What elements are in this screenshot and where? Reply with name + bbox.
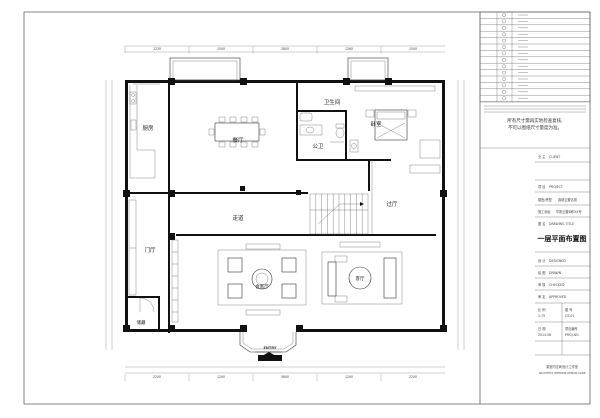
project-value: PROJECT — [549, 185, 563, 189]
room-label-bedroom: 卧室 — [370, 120, 382, 128]
design-value: DESIGNED — [549, 259, 566, 263]
scale-label: 比 例 — [538, 307, 545, 312]
design-label: 设 计 — [538, 258, 546, 263]
drawing-title: 一层平面布置图 — [538, 234, 587, 243]
legend-symbol-icon — [502, 83, 506, 88]
outer-walls — [123, 57, 447, 353]
bottom-dimension-labels: 2200 1200 5800 1200 2200 — [124, 374, 417, 381]
legend-symbol-icon — [502, 45, 506, 49]
room-label-corridor: 走道 — [232, 214, 244, 222]
legend-symbol-icon — [502, 32, 506, 36]
dimension-label: 1500 — [409, 47, 417, 51]
bathroom-fixtures — [299, 112, 359, 153]
kitchen-fixtures — [129, 83, 160, 179]
dimension-label: 1230 — [153, 47, 161, 51]
dimension-label: 5800 — [281, 375, 289, 379]
approve-value: APPROVED — [549, 295, 567, 299]
bedroom-bed — [354, 85, 441, 159]
legend-note-line1: 所有尺寸需再实地检查复核, — [507, 117, 562, 124]
storage-door — [139, 297, 155, 313]
staircase — [309, 193, 369, 235]
draw-value: DRAWN — [549, 271, 562, 275]
address-value: 华阳云墅B栋XX号 — [556, 209, 582, 214]
room-label-foyer: 门厅 — [144, 246, 156, 254]
approve-label: 审 定 — [538, 294, 546, 299]
dimension-label: 1200 — [217, 375, 225, 379]
meeting-room-furniture — [217, 243, 307, 316]
room-label-kitchen: 厨房 — [142, 124, 154, 132]
drawing-value: DRAWING TITLE — [549, 222, 574, 226]
company-name: 某室内空间设计工作室 — [546, 364, 578, 369]
check-value: CHECKED — [549, 283, 565, 287]
dimension-label: 2800 — [281, 47, 289, 51]
legend-symbol-icon — [502, 96, 506, 100]
legend-symbol-icon — [502, 77, 506, 81]
room-label-storage: 储藏 — [137, 319, 146, 326]
legend-symbol-icon — [502, 19, 506, 24]
room-label-public-wc: 公卫 — [312, 143, 324, 150]
check-label: 审 核 — [538, 282, 546, 287]
client-label: 业 主 — [538, 154, 546, 159]
room-label-bathroom: 卫生间 — [324, 98, 341, 106]
draw-label: 绘 图 — [538, 270, 545, 275]
legend-text-lines — [484, 105, 586, 113]
date-value: 2014.08 — [538, 333, 551, 337]
legend-symbol-icon — [502, 13, 506, 17]
date-label: 日 期 — [538, 326, 545, 331]
dining-table — [208, 116, 266, 148]
dimension-label: 2200 — [153, 375, 161, 379]
top-dimension-labels: 1230 1500 2800 1260 1500 — [124, 46, 417, 53]
dimension-label: 2200 — [409, 375, 417, 379]
interior-walls — [128, 83, 436, 333]
sheet-value: CS-01 — [565, 314, 574, 318]
dimension-lines — [105, 45, 465, 374]
room-label-dining: 餐厅 — [232, 136, 244, 144]
living-room-furniture — [321, 241, 403, 305]
foyer-cabinet — [128, 199, 179, 323]
sheetno-label: 项目编号 — [565, 326, 578, 331]
entrance-door — [255, 351, 282, 361]
name-value: 鑫城云墅名苑 — [558, 197, 578, 202]
room-label-meeting: 会客厅 — [255, 283, 269, 290]
address-label: 施工地址 — [538, 209, 552, 214]
dimension-label: 1200 — [345, 375, 353, 379]
legend-symbol-icon — [502, 26, 506, 30]
legend-symbol-icon — [502, 51, 506, 56]
company-name-en: ARCHITECT INTERIOR DESIGN CORP — [539, 371, 586, 375]
dimension-label: 1500 — [217, 47, 225, 51]
room-label-hall: 过厅 — [386, 200, 398, 208]
project-label: 项 目 — [538, 185, 545, 189]
legend-symbol-icon — [502, 90, 506, 94]
client-value: CLIENT — [549, 155, 560, 159]
legend: 所有尺寸需再实地检查复核, 不可以图纸尺寸量度为准。 — [479, 11, 591, 131]
legend-note-line2: 不可以图纸尺寸量度为准。 — [508, 124, 562, 131]
hall-column-lines — [371, 160, 441, 234]
sheetno-value: PROJ.NO. — [565, 333, 579, 337]
legend-symbol-icon — [502, 70, 506, 75]
dimension-label: 1260 — [345, 47, 353, 51]
title-block: 业 主 CLIENT 项 目 PROJECT 楼盘/房型 鑫城云墅名苑 施工地址… — [480, 147, 590, 375]
sheet-frame — [23, 11, 591, 405]
legend-symbol-icon — [502, 58, 506, 62]
sheet-label: 图 号 — [565, 307, 572, 312]
legend-symbol-icon — [502, 38, 506, 43]
name-label: 楼盘/房型 — [538, 197, 553, 202]
scale-value: 1:75 — [538, 314, 545, 318]
legend-symbol-icon — [502, 64, 506, 68]
drawing-label: 图 名 — [538, 221, 545, 226]
entry-label: ENTRY — [263, 346, 276, 350]
room-label-living: 客厅 — [356, 275, 365, 282]
